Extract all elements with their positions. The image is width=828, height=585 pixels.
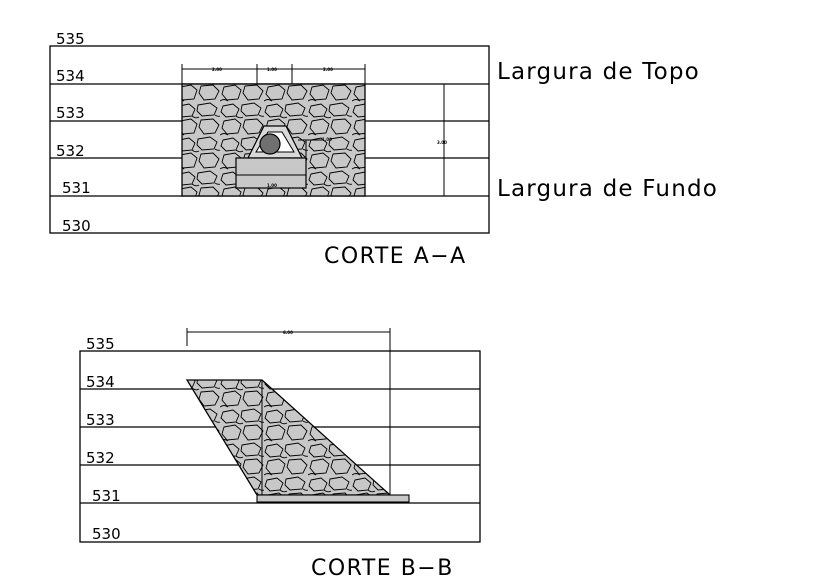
level-label-535: 535 bbox=[56, 30, 85, 48]
level-label-530: 530 bbox=[62, 217, 91, 235]
level-label-533: 533 bbox=[56, 104, 85, 122]
level-label-534: 534 bbox=[56, 67, 85, 85]
height-dimension: 3.00 bbox=[437, 83, 451, 197]
gabion-apron bbox=[256, 494, 410, 503]
section-aa-frame bbox=[49, 45, 490, 234]
dim-top-mid: 1.00 bbox=[267, 67, 277, 72]
dim-inner-height: 1.00 bbox=[322, 137, 332, 142]
caption-corte-aa: CORTE A−A bbox=[324, 244, 467, 269]
caption-corte-bb: CORTE B−B bbox=[311, 556, 454, 581]
level-label-532: 532 bbox=[56, 142, 85, 160]
section-bb-frame bbox=[79, 350, 481, 543]
dim-bb-top: 6.00 bbox=[283, 330, 293, 335]
dim-base: 1.00 bbox=[267, 183, 277, 188]
level-label-535: 535 bbox=[86, 335, 115, 353]
culvert-pipe bbox=[259, 133, 281, 155]
dim-height: 3.00 bbox=[437, 140, 447, 145]
section-aa: 535 534 533 532 531 530 2.00 1.00 2.00 bbox=[49, 30, 718, 269]
level-label-531: 531 bbox=[62, 179, 91, 197]
culvert-headwall bbox=[235, 125, 322, 189]
level-label-532: 532 bbox=[86, 449, 115, 467]
bb-top-dimension: 6.00 bbox=[186, 328, 391, 495]
section-bb: 535 534 533 532 531 530 6.00 CORTE B−B bbox=[79, 328, 481, 581]
gabion-trapezoid bbox=[185, 379, 410, 503]
dim-top-left: 2.00 bbox=[212, 67, 222, 72]
dim-top-right: 2.00 bbox=[323, 67, 333, 72]
level-label-533: 533 bbox=[86, 411, 115, 429]
level-label-530: 530 bbox=[92, 525, 121, 543]
level-label-534: 534 bbox=[86, 373, 115, 391]
top-dimension-chain: 2.00 1.00 2.00 bbox=[181, 64, 366, 84]
label-top-width: Largura de Topo bbox=[497, 59, 700, 85]
level-label-531: 531 bbox=[92, 487, 121, 505]
label-bottom-width: Largura de Fundo bbox=[497, 176, 718, 202]
